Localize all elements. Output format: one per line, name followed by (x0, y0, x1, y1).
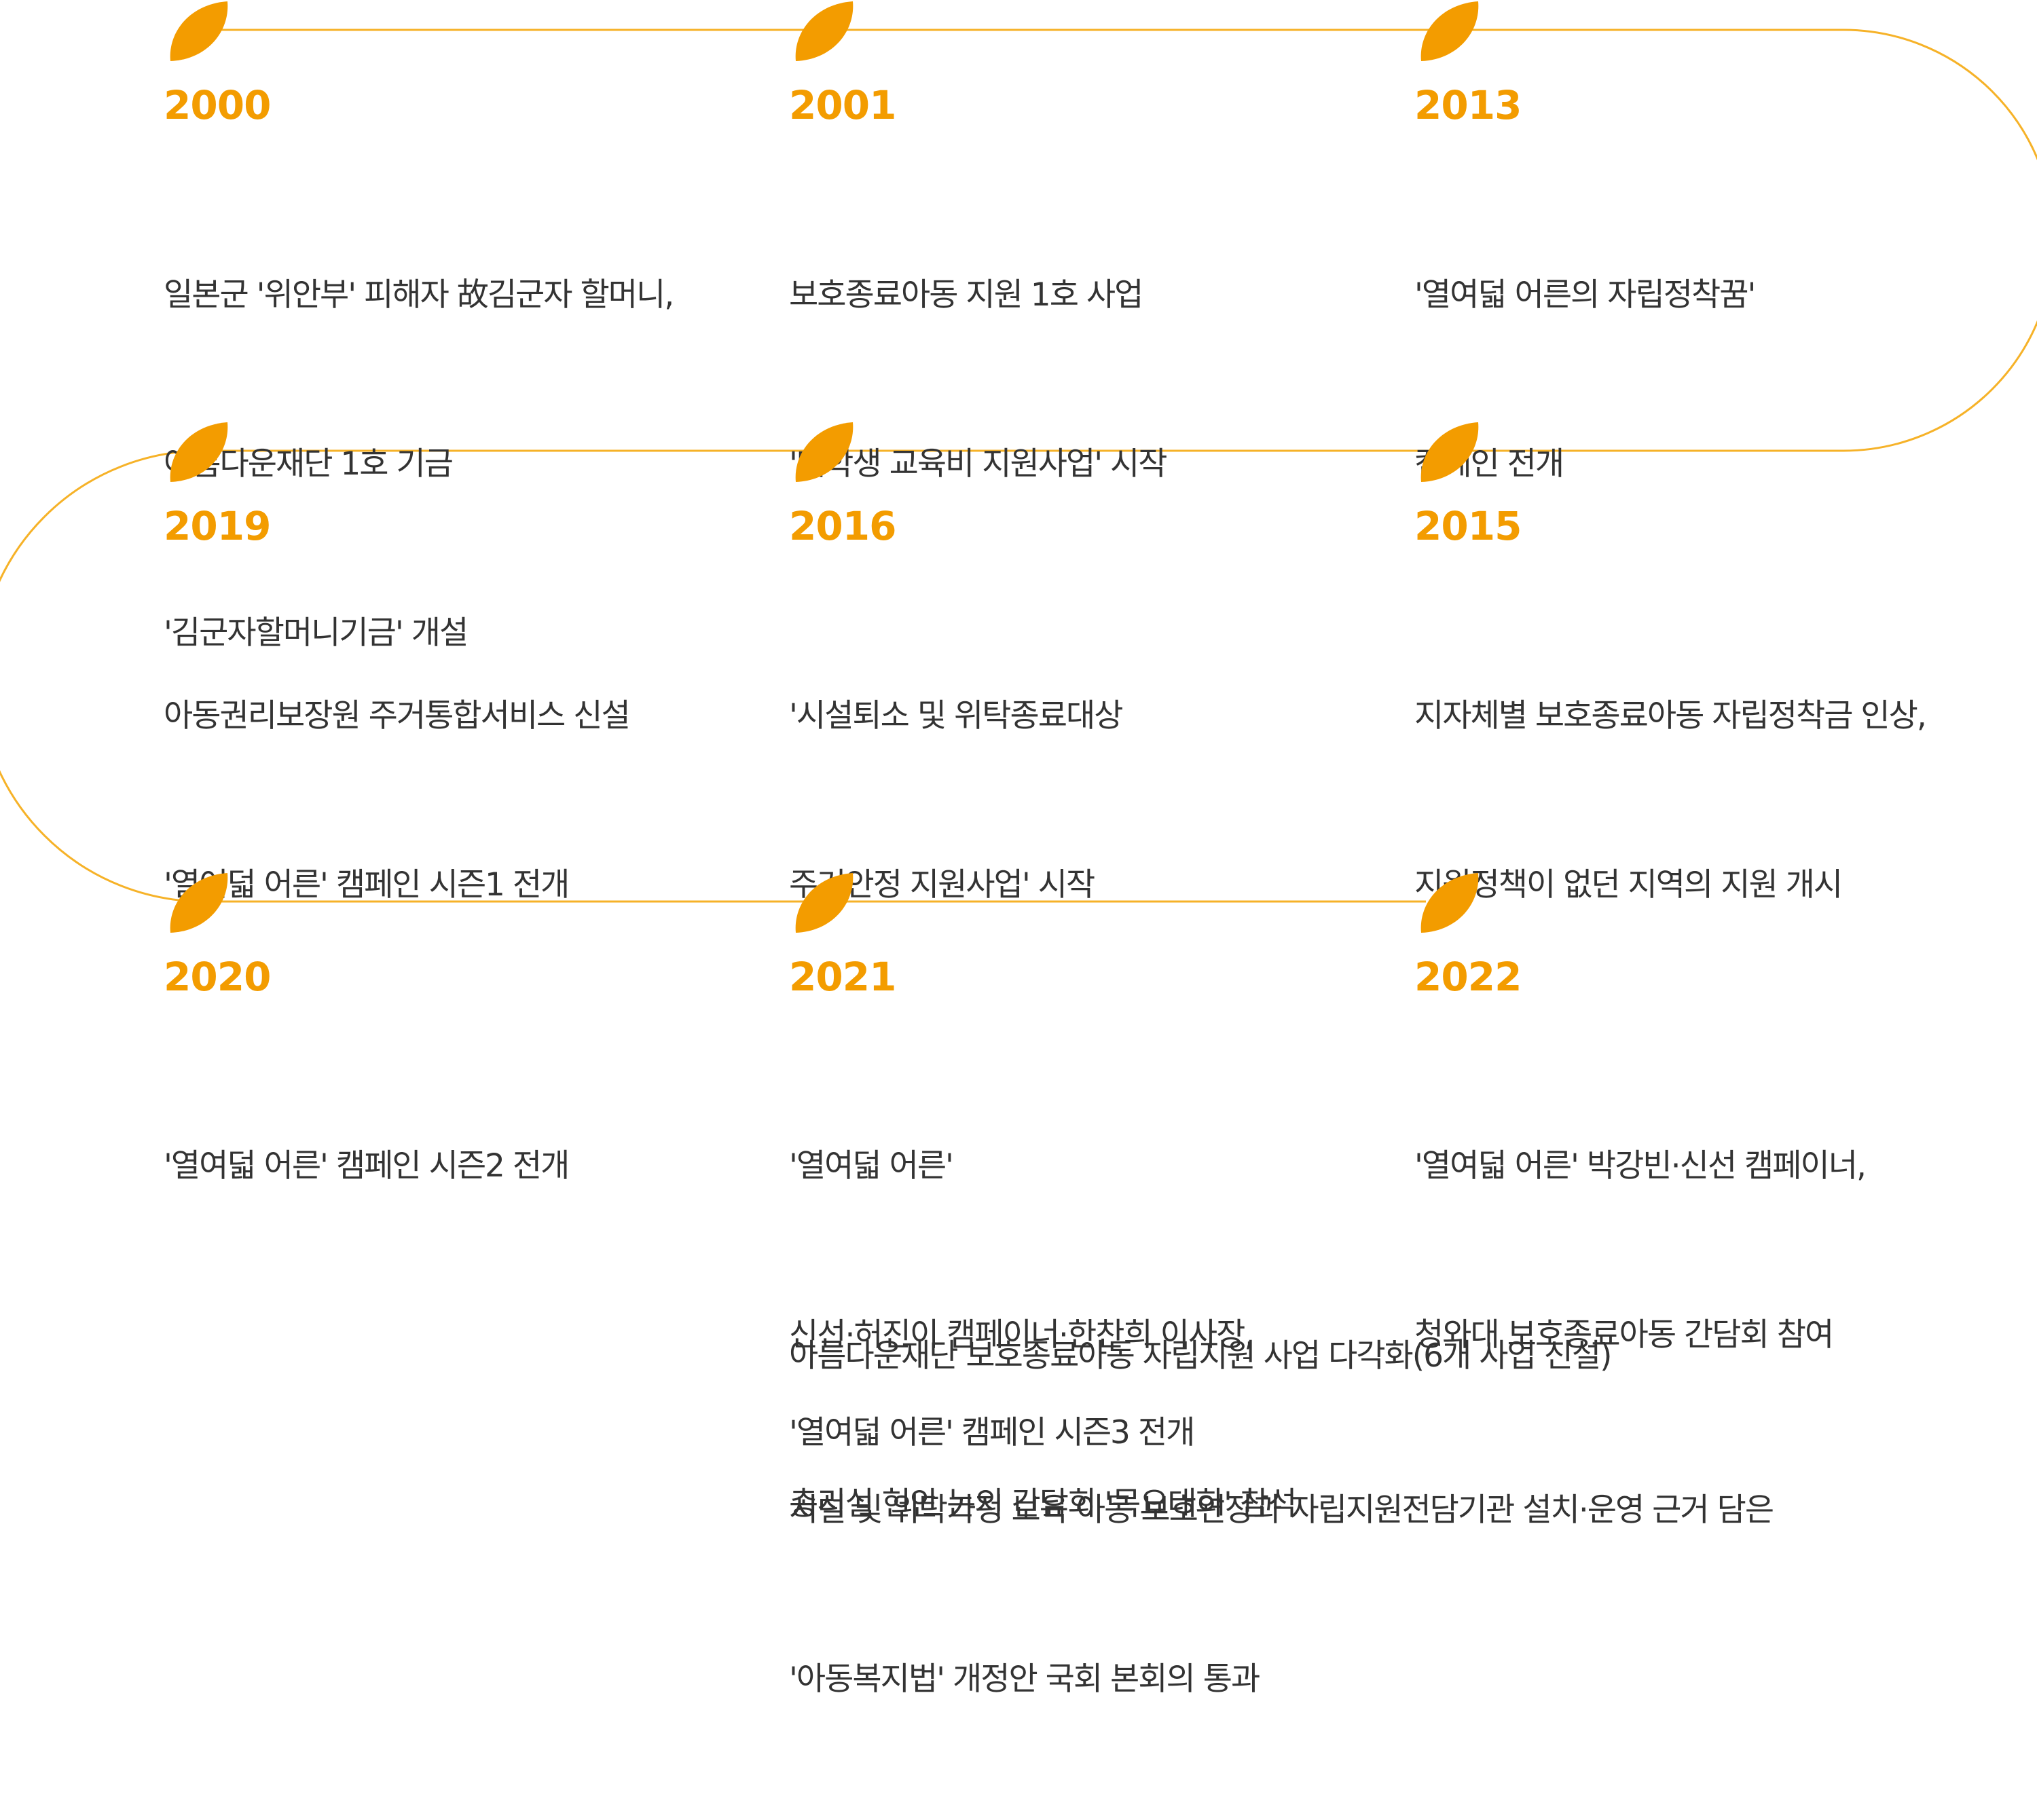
description-line: '열여덟 어른의 자립정착꿈' (1414, 276, 1756, 314)
description-line: 아동권리보장원 주거통합서비스 신설 (164, 697, 631, 735)
description-line: '김군자할머니기금' 개설 (164, 614, 469, 652)
leaf-icon (170, 1, 228, 61)
year-label: 2015 (1414, 503, 1522, 549)
year-label: 2020 (164, 954, 271, 1000)
description-line: 보호종료아동 지원 1호 사업 (789, 276, 1143, 314)
description-line: 아름다운재단 1호 기금 (164, 445, 454, 483)
description-line: 주거안정 지원사업' 시작 (789, 866, 1095, 904)
description-line: 아름다운재단 보호종료아동 자립지원 사업 다각화(6개 사업 신설) (789, 1337, 1612, 1375)
description-line: 지자체별 보호종료아동 자립정착금 인상, (1414, 697, 1927, 735)
leaf-icon (795, 1, 854, 61)
year-label: 2001 (789, 82, 896, 128)
milestone-description: '열여덟 어른' 캠페인 시즌3 전개 (789, 1292, 1195, 1574)
description-line: '시설퇴소 및 위탁종료대상 (789, 697, 1123, 735)
description-line: 지원정책이 없던 지역의 지원 개시 (1414, 866, 1843, 904)
description-line: 청와대 보호종료아동 간담회 참여 (1414, 1316, 1834, 1354)
leaf-icon (170, 873, 228, 933)
year-label: 2013 (1414, 82, 1522, 128)
leaf-icon (1420, 873, 1479, 933)
leaf-icon (170, 422, 228, 482)
description-line: '열여덟 어른' 캠페인 시즌1 전개 (164, 866, 570, 904)
milestone-description: 일본군 '위안부' 피해자 故김군자 할머니, 아름다운재단 1호 기금 '김군… (164, 154, 674, 774)
year-label: 2021 (789, 954, 896, 1000)
description-line: '열여덟 어른' (789, 1147, 954, 1185)
description-line: 시설 및 위탁가정 보육 아동 보호연장과 자립지원전담기관 설치·운영 근거 … (789, 1491, 1774, 1529)
description-line: '열여덟 어른' 캠페인 시즌2 전개 (164, 1147, 570, 1185)
milestone-description: 아동권리보장원 주거통합서비스 신설 '열여덟 어른' 캠페인 시즌1 전개 (164, 575, 631, 1026)
milestone-description: '열여덟 어른' 캠페인 시즌2 전개 (164, 1025, 570, 1307)
milestone-description: '열여덟 어른' 박강빈·신선 캠페이너, 청와대 보호종료아동 간담회 참여 (1414, 1025, 1867, 1476)
description-line: 신선·허진이 캠페이너·한찬희 이사장, (789, 1316, 1254, 1354)
milestone-description: 지자체별 보호종료아동 자립정착금 인상, 지원정책이 없던 지역의 지원 개시 (1414, 575, 1927, 1026)
description-line: 일본군 '위안부' 피해자 故김군자 할머니, (164, 276, 674, 314)
leaf-icon (795, 873, 854, 933)
year-label: 2022 (1414, 954, 1522, 1000)
milestone-description: '시설퇴소 및 위탁종료대상 주거안정 지원사업' 시작 (789, 575, 1123, 1026)
year-label: 2016 (789, 503, 896, 549)
year-label: 2000 (164, 82, 271, 128)
milestone-description: 아름다운재단 보호종료아동 자립지원 사업 다각화(6개 사업 신설) (789, 1215, 1612, 1497)
milestone-description: 보호종료아동 지원 1호 사업 '대학생 교육비 지원사업' 시작 (789, 154, 1168, 605)
leaf-icon (1420, 1, 1479, 61)
description-line: '열여덟 어른' 캠페인 시즌3 전개 (789, 1414, 1195, 1451)
leaf-icon (795, 422, 854, 482)
leaf-icon (1420, 422, 1479, 482)
description-line: '열여덟 어른' 박강빈·신선 캠페이너, (1414, 1147, 1867, 1185)
description-line: '아동복지법' 개정안 국회 본회의 통과 (789, 1660, 1260, 1698)
year-label: 2019 (164, 503, 271, 549)
